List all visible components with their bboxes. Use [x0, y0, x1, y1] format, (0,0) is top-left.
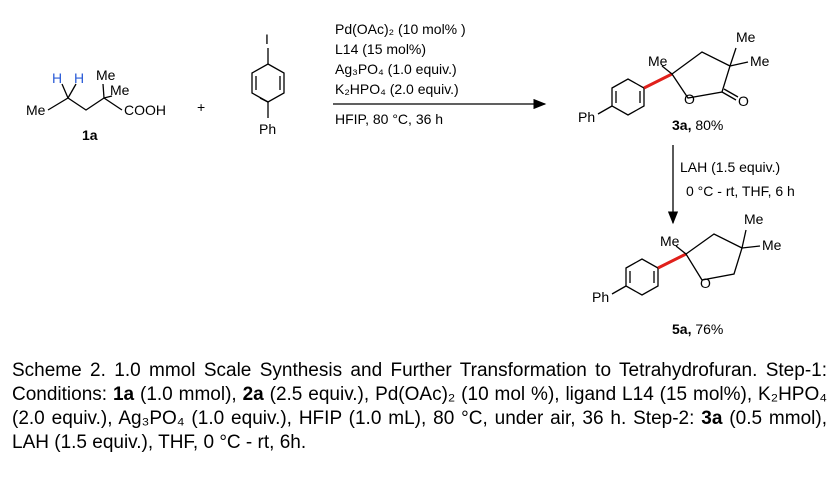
methyl-label: Me: [96, 67, 116, 83]
methyl-label: Me: [762, 237, 782, 253]
step2-temp-text: 0 °C - rt, THF, 6 h: [686, 183, 795, 199]
product-5a-structure: Me Me Me O Ph 5a, 76%: [592, 211, 782, 337]
catalyst-text: Pd(OAc)₂ (10 mol% ): [335, 21, 466, 37]
base-text: K₂HPO₄ (2.0 equiv.): [335, 81, 459, 97]
caption-text: Scheme 2. 1.0 mmol Scale Synthesis and F…: [12, 360, 827, 405]
phenyl-label: Ph: [592, 289, 609, 305]
hydrogen-label-2: H: [74, 70, 84, 86]
phenyl-label: Ph: [578, 109, 595, 125]
methyl-label: Me: [750, 53, 770, 69]
scheme-caption: Scheme 2. 1.0 mmol Scale Synthesis and F…: [12, 359, 827, 455]
methyl-label: Me: [660, 233, 680, 249]
methyl-label: Me: [26, 102, 46, 118]
caption-text: (1.0 mmol),: [134, 384, 243, 405]
compound-label-5a: 5a, 76%: [672, 321, 723, 337]
aryl-iodide-structure: I Ph: [251, 31, 285, 137]
solvent-temp-text: HFIP, 80 °C, 36 h: [335, 111, 443, 127]
caption-text: (0.5 mmol), LAH (1.5 equiv.), THF, 0 °C …: [12, 408, 827, 453]
compound-id-5a: 5a,: [672, 321, 691, 337]
oxidant-text: Ag₃PO₄ (1.0 equiv.): [335, 61, 457, 77]
caption-text: (2.5 equiv.), Pd(OAc)₂ (10 mol %), ligan…: [12, 384, 828, 429]
ligand-text: L14 (15 mol%): [335, 41, 426, 57]
step2-conditions: LAH (1.5 equiv.) 0 °C - rt, THF, 6 h: [667, 145, 795, 225]
compound-id-3a: 3a,: [672, 117, 691, 133]
reactant-1a-structure: H H Me Me Me COOH 1a: [26, 67, 166, 143]
compound-label-1a: 1a: [82, 127, 98, 143]
methyl-label: Me: [736, 29, 756, 45]
reductant-text: LAH (1.5 equiv.): [680, 159, 780, 175]
carboxylic-acid-label: COOH: [124, 102, 166, 118]
reaction-scheme: H H Me Me Me COOH 1a + I Ph Pd(OAc)₂ (10…: [26, 21, 795, 337]
compound-ref: 2a: [242, 384, 264, 405]
ring-oxygen-label: O: [700, 275, 711, 291]
methyl-label: Me: [110, 82, 130, 98]
ring-oxygen-label: O: [684, 91, 695, 107]
yield-5a: 76%: [691, 321, 723, 337]
plus-sign: +: [197, 99, 205, 115]
hydrogen-label-1: H: [52, 70, 62, 86]
phenyl-label: Ph: [259, 121, 276, 137]
carbonyl-oxygen-label: O: [738, 93, 749, 109]
iodine-label: I: [265, 31, 269, 47]
methyl-label: Me: [744, 211, 764, 227]
compound-ref: 3a: [701, 408, 723, 429]
compound-ref: 1a: [112, 384, 135, 405]
methyl-label: Me: [648, 53, 668, 69]
product-3a-structure: Me Me Me O O Ph 3a, 80%: [578, 29, 770, 133]
compound-label-3a: 3a, 80%: [672, 117, 723, 133]
yield-3a: 80%: [691, 117, 723, 133]
reaction-conditions: Pd(OAc)₂ (10 mol% ) L14 (15 mol%) Ag₃PO₄…: [333, 21, 547, 127]
